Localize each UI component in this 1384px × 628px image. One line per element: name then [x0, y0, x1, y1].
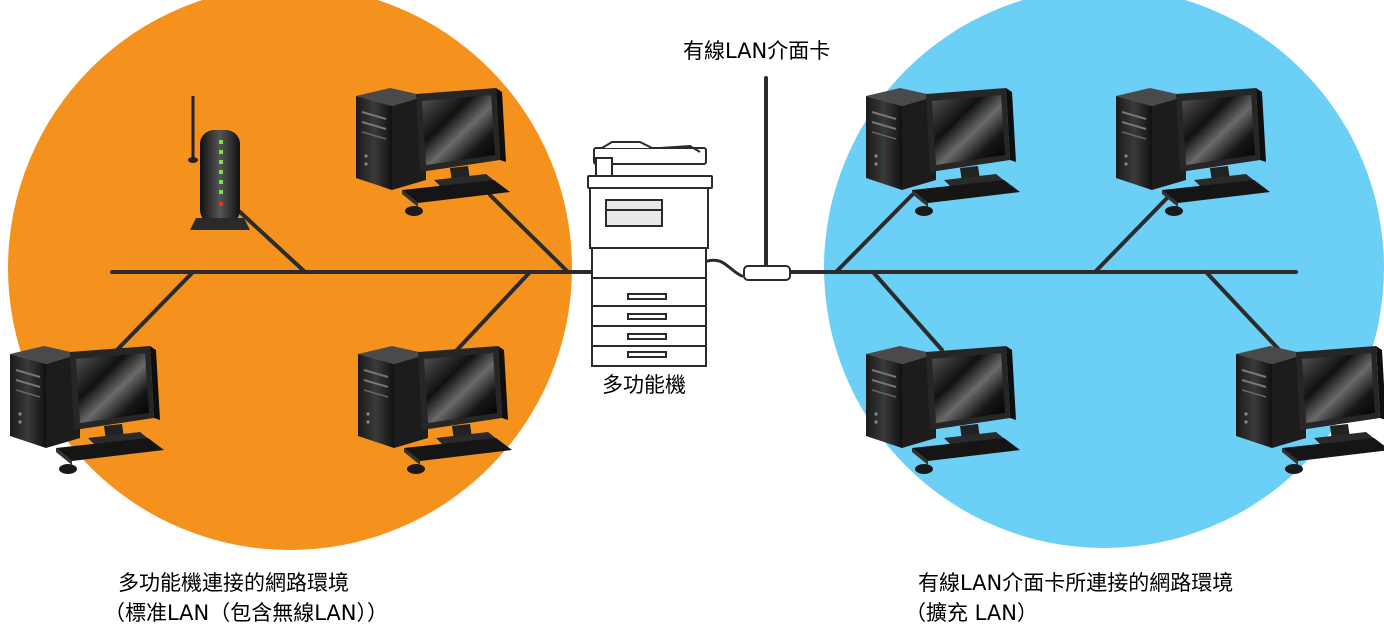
- pc-right-c-cable: [871, 270, 944, 352]
- pc-right-d-cable: [1204, 270, 1286, 357]
- pc-right-a-cable: [834, 193, 914, 274]
- standard-lan-caption-line1: 多功能機連接的網路環境: [118, 571, 349, 595]
- pc-top-left-cable: [488, 193, 570, 274]
- mfp-label: 多功能機: [602, 373, 686, 397]
- network-cables: [110, 76, 1298, 357]
- standard-lan-caption-line2: （標准LAN（包含無線LAN））: [104, 601, 389, 625]
- lan-adapter-label: 有線LAN介面卡: [683, 39, 831, 63]
- standard-lan-zone: [8, 0, 572, 550]
- extended-lan-caption-line2: （擴充 LAN）: [905, 601, 1038, 625]
- lan-adapter-icon: [743, 265, 791, 281]
- mfp-to-nic-cable: [702, 258, 744, 278]
- router-cable: [238, 210, 307, 274]
- pc-right-b-cable: [1093, 193, 1172, 274]
- extended-lan-caption-line1: 有線LAN介面卡所連接的網路環境: [918, 571, 1234, 595]
- multifunction-printer-icon: [587, 141, 713, 367]
- pc-bottom-left-b-cable: [453, 270, 532, 354]
- wireless-router-icon: [188, 96, 250, 230]
- pc-bottom-left-a-cable: [110, 270, 195, 357]
